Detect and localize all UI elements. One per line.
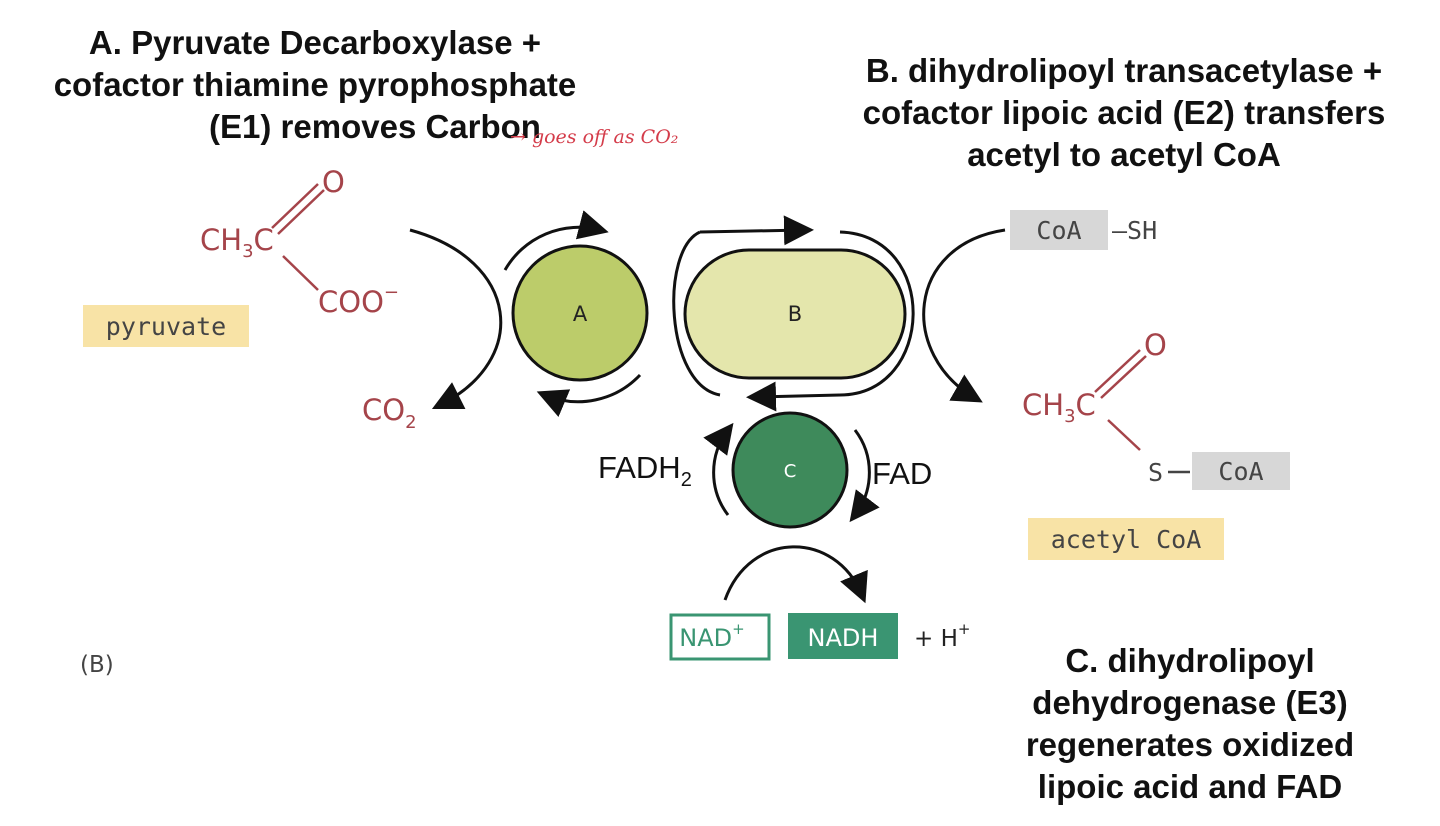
- pyruvate-methyl-sub: 3: [242, 241, 253, 262]
- pyruvate-label-text: pyruvate: [106, 312, 226, 341]
- pyruvate-methyl-carbon: CH3C: [200, 223, 274, 262]
- acetyl-methyl: CH: [1022, 388, 1064, 422]
- enzyme-a-circle: [511, 244, 649, 382]
- caption-b-line-1: B. dihydrolipoyl transacetylase +: [865, 52, 1383, 89]
- co2-label: CO2: [362, 393, 417, 433]
- pyruvate-double-bond-1: [271, 183, 319, 229]
- coa-sh-coa: CoA: [1036, 216, 1081, 245]
- h-plus-sup: +: [958, 620, 971, 638]
- nadh-box: [788, 613, 898, 659]
- co2-sub: 2: [405, 412, 416, 433]
- coa-sh: CoA —SH: [1010, 210, 1157, 250]
- acetyl-coa-label-bg: [1028, 518, 1224, 560]
- co2-text: CO: [362, 393, 405, 427]
- enzyme-c-circle: [731, 411, 849, 529]
- h-plus-text: + H: [914, 626, 958, 652]
- fadh2-text: FADH: [598, 450, 681, 485]
- pyruvate-methyl: CH: [200, 223, 242, 257]
- acetyl-sulfur: S: [1148, 458, 1163, 487]
- pyruvate-double-bond-2: [277, 189, 325, 235]
- panel-label: (B): [80, 652, 114, 678]
- acetyl-methyl-carbon: CH3C: [1022, 388, 1096, 427]
- caption-a-line-1: A. Pyruvate Decarboxylase +: [88, 24, 542, 61]
- acetyl-coa-label: acetyl CoA: [1028, 518, 1224, 560]
- enzyme-c-label: C: [784, 461, 797, 482]
- enzyme-c: C: [703, 411, 880, 529]
- nad-plus: NAD+: [669, 613, 771, 661]
- caption-c-line-2: dehydrogenase (E3): [1032, 684, 1348, 721]
- caption-c-line-3: regenerates oxidized: [1025, 726, 1355, 763]
- nad-to-nadh-arrow: [723, 545, 868, 604]
- pyruvate-charge: −: [384, 282, 399, 303]
- fadh2-sub: 2: [681, 469, 692, 491]
- acetyl-double-bond-1: [1094, 349, 1141, 393]
- acetyl-coa-label-text: acetyl CoA: [1051, 525, 1202, 554]
- enzyme-c-left-arrow: [703, 422, 734, 516]
- nad-box: [669, 613, 771, 661]
- enzyme-a-bottom-arrow: [536, 373, 642, 417]
- coa-to-acetyl-coa-arrow: [922, 228, 1006, 403]
- pyruvate-oxygen: O: [322, 165, 345, 199]
- enzyme-b-right-arc: [839, 230, 915, 397]
- enzyme-b-capsule: [683, 248, 907, 380]
- caption-b-line-2: cofactor lipoic acid (E2) transfers: [862, 94, 1386, 131]
- caption-b-line-3: acetyl to acetyl CoA: [967, 136, 1281, 173]
- enzyme-a: A: [503, 210, 649, 417]
- nad-text-group: NAD+: [679, 620, 744, 652]
- acetyl-oxygen: O: [1144, 328, 1167, 362]
- pyruvate-label-bg: [83, 305, 249, 347]
- enzyme-b-label: B: [788, 302, 802, 326]
- nadh-text: NADH: [808, 624, 879, 652]
- pyruvate-carboxylate-group: COO−: [318, 282, 399, 319]
- enzyme-b: B: [672, 215, 915, 412]
- acetyl-coa-structure: O CH3C S CoA: [1022, 328, 1290, 490]
- caption-c-line-4: lipoic acid and FAD: [1037, 768, 1343, 805]
- acetyl-double-bond-2: [1100, 355, 1147, 399]
- acetyl-methyl-sub: 3: [1064, 406, 1075, 427]
- caption-a-line-2: cofactor thiamine pyrophosphate: [53, 66, 577, 103]
- nad-text: NAD: [679, 624, 732, 652]
- enzyme-b-left-arc: [672, 230, 721, 397]
- pyruvate-carbon: C: [254, 223, 274, 257]
- caption-c-line-1: C. dihydrolipoyl: [1065, 642, 1315, 679]
- enzyme-a-top-arrow: [503, 210, 609, 271]
- pyruvate-label: pyruvate: [83, 305, 249, 347]
- fad-label: FAD: [872, 456, 932, 491]
- pyruvate-carboxylate: COO: [318, 285, 384, 319]
- handwritten-note: → goes off as CO₂: [510, 126, 679, 148]
- acetyl-single-bond: [1107, 419, 1141, 451]
- pyruvate-structure: O CH3C COO−: [200, 165, 399, 319]
- caption-enzyme-c: C. dihydrolipoyl dehydrogenase (E3) rege…: [995, 640, 1385, 808]
- enzyme-b-bottom-arrow: [746, 381, 841, 412]
- nadh: NADH: [788, 613, 898, 659]
- nad-sup: +: [732, 620, 745, 638]
- enzyme-c-right-arrow: [849, 429, 880, 523]
- caption-enzyme-a: A. Pyruvate Decarboxylase + cofactor thi…: [5, 22, 625, 148]
- coa-sh-box: [1010, 210, 1108, 250]
- pyruvate-to-co2-arrow: [409, 228, 503, 410]
- h-plus-label: + H+: [914, 620, 970, 652]
- fadh2-label: FADH2: [598, 450, 692, 491]
- acetyl-carbon: C: [1076, 388, 1096, 422]
- coa-sh-sh: —SH: [1112, 216, 1157, 245]
- caption-a-line-3: (E1) removes Carbon: [209, 108, 541, 145]
- enzyme-a-label: A: [573, 302, 588, 326]
- acetyl-coa-box: [1192, 452, 1290, 490]
- acetyl-coa-coa: CoA: [1218, 457, 1263, 486]
- enzyme-b-top-arrow: [699, 215, 814, 246]
- pyruvate-single-bond: [282, 255, 319, 291]
- caption-enzyme-b: B. dihydrolipoyl transacetylase + cofact…: [808, 50, 1440, 176]
